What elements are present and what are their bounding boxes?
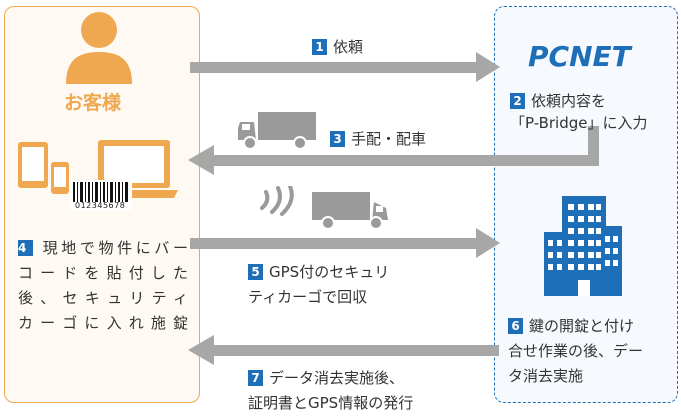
step-5-line-1-text: GPS付のセキュリ (269, 263, 390, 281)
step-3-number: 3 (330, 131, 345, 147)
step-4-text: 4 現地で物件にバー コードを貼付した 後、セキュリティ カーゴに入れ施錠 (18, 236, 188, 336)
barcode-icon (70, 180, 132, 210)
step-1-label: 1 依頼 (312, 36, 363, 58)
customer-label: お客様 (64, 92, 122, 114)
step-6-line-2: 合せ作業の後、デー (508, 342, 644, 360)
barcode-number: 012345678 (75, 201, 126, 210)
step-5-text: 5 GPS付のセキュリ ティカーゴで回収 (248, 260, 389, 310)
step-2-number: 2 (510, 93, 525, 109)
arrow-step-3 (188, 126, 599, 175)
step-2-line-2: 「P-Bridge」に入力 (510, 114, 648, 132)
step-7-text: 7 データ消去実施後、 証明書とGPS情報の発行 (248, 366, 413, 416)
step-7-line-1: 7 データ消去実施後、 (248, 366, 413, 391)
step-5-line-1: 5 GPS付のセキュリ (248, 260, 389, 285)
step-4-number: 4 (18, 240, 33, 256)
step-5-line-2: ティカーゴで回収 (248, 288, 368, 306)
step-6-line-1-text: 鍵の開錠と付け (529, 317, 635, 335)
step-7-line-1-text: データ消去実施後、 (269, 369, 405, 387)
gps-signal-icon (260, 186, 294, 216)
step-6-line-3: タ消去実施 (508, 367, 584, 385)
truck-icon (238, 112, 316, 150)
step-2-text: 2 依頼内容を 「P-Bridge」に入力 (510, 90, 648, 134)
step-6-line-1: 6 鍵の開錠と付け (508, 314, 643, 339)
step-4-line-1-text: 現地で物件にバー (39, 239, 188, 257)
step-1-text: 依頼 (333, 38, 364, 56)
step-7-line-2: 証明書とGPS情報の発行 (248, 394, 414, 412)
step-5-number: 5 (248, 264, 263, 280)
arrow-step-7 (188, 335, 499, 365)
step-6-number: 6 (508, 318, 523, 334)
step-3-text: 手配・配車 (351, 130, 427, 148)
devices-icon (18, 140, 178, 198)
truck-icon (312, 192, 388, 230)
arrow-step-5 (190, 228, 500, 258)
step-6-text: 6 鍵の開錠と付け 合せ作業の後、デー タ消去実施 (508, 314, 643, 389)
step-7-number: 7 (248, 370, 263, 386)
step-2-line-1-text: 依頼内容を (531, 92, 607, 110)
step-2-line-1: 2 依頼内容を (510, 90, 648, 112)
step-4-line-2: コードを貼付した (18, 264, 188, 282)
person-icon (66, 12, 132, 84)
step-1-number: 1 (312, 39, 327, 55)
step-3-label: 3 手配・配車 (330, 128, 426, 150)
step-4-line-1: 4 現地で物件にバー (18, 236, 188, 261)
arrow-step-1 (190, 52, 500, 82)
step-4-line-3: 後、セキュリティ (18, 289, 188, 307)
step-4-line-4: カーゴに入れ施錠 (18, 314, 188, 332)
building-icon (544, 196, 622, 296)
pcnet-logo: PCNET (528, 40, 631, 73)
